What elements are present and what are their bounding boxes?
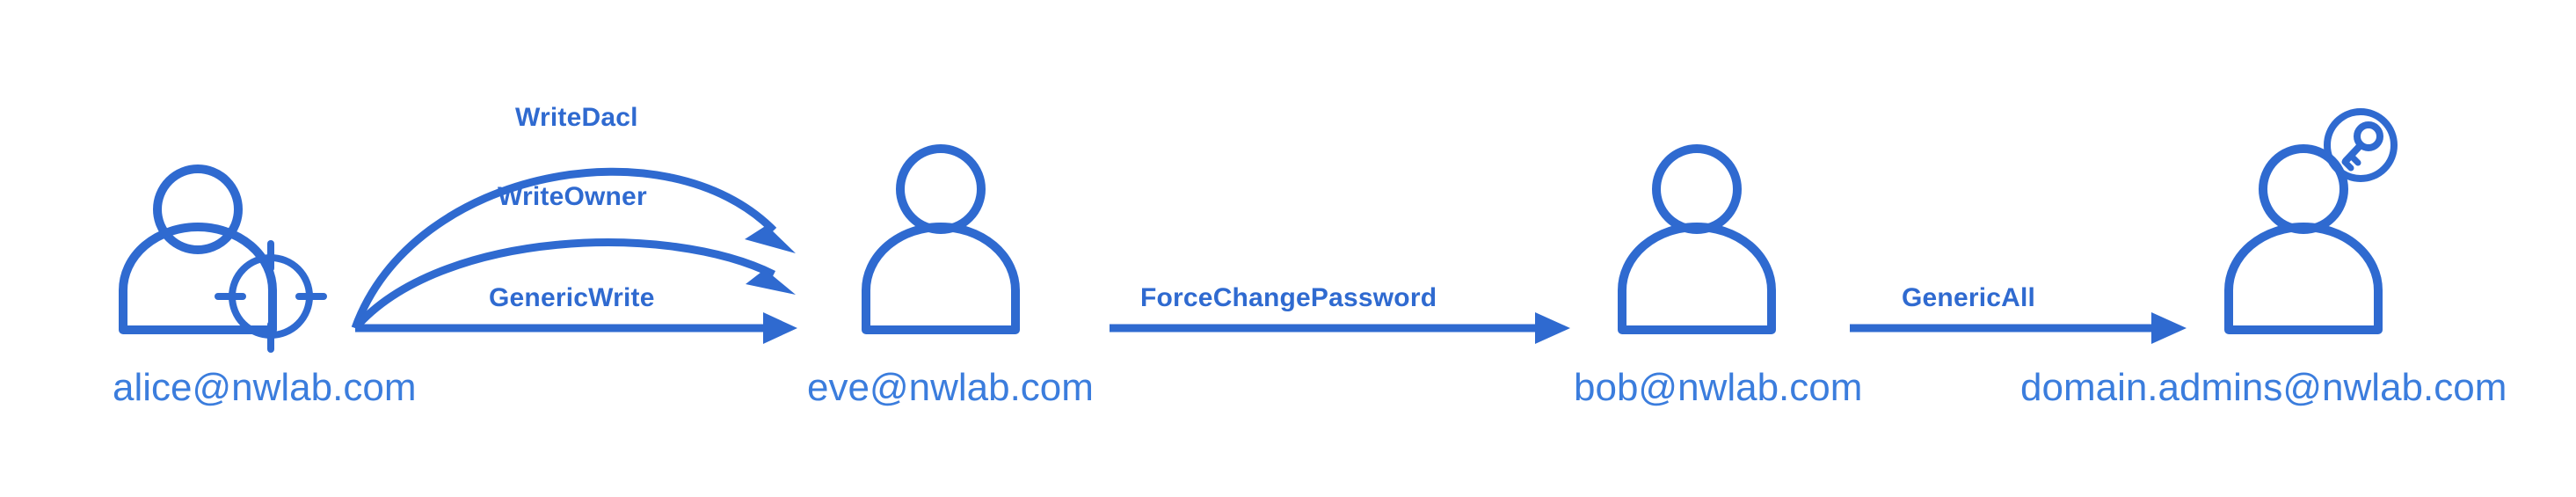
node-label-bob: bob@nwlab.com bbox=[1574, 366, 1862, 409]
node-alice[interactable]: alice@nwlab.com bbox=[113, 164, 416, 409]
edge-genericwrite-arrowhead bbox=[763, 312, 797, 344]
user-head-icon bbox=[896, 144, 986, 234]
user-icon bbox=[862, 144, 1020, 334]
user-head-icon bbox=[1652, 144, 1742, 234]
edge-genericwrite[interactable]: GenericWrite bbox=[355, 283, 797, 344]
edge-writeowner-line bbox=[352, 238, 776, 331]
edge-label-writedacl: WriteDacl bbox=[515, 103, 638, 132]
edge-writedacl-line bbox=[351, 167, 777, 330]
node-eve[interactable]: eve@nwlab.com bbox=[807, 144, 1094, 409]
user-body-icon bbox=[862, 223, 1020, 334]
edge-writedacl[interactable]: WriteDacl bbox=[351, 103, 796, 330]
edge-writeowner[interactable]: WriteOwner bbox=[352, 182, 796, 331]
node-bob[interactable]: bob@nwlab.com bbox=[1574, 144, 1862, 409]
user-body-icon bbox=[2224, 223, 2383, 334]
node-label-eve: eve@nwlab.com bbox=[807, 366, 1094, 409]
user-body-icon bbox=[1618, 223, 1776, 334]
edge-forcechangepassword-arrowhead bbox=[1535, 312, 1570, 344]
edge-writeowner-arrowhead bbox=[746, 269, 796, 295]
node-label-alice: alice@nwlab.com bbox=[113, 366, 416, 409]
node-domain-admins[interactable]: domain.admins@nwlab.com bbox=[2020, 108, 2507, 409]
edge-genericall-arrowhead bbox=[2151, 312, 2187, 344]
key-badge-icon bbox=[2324, 108, 2398, 182]
user-with-key-icon bbox=[2224, 108, 2398, 334]
node-label-domain-admins: domain.admins@nwlab.com bbox=[2020, 366, 2507, 409]
edge-writedacl-arrowhead bbox=[745, 225, 796, 253]
edge-genericall[interactable]: GenericAll bbox=[1850, 283, 2187, 344]
user-icon bbox=[1618, 144, 1776, 334]
edge-label-genericall: GenericAll bbox=[1902, 283, 2035, 312]
edge-label-writeowner: WriteOwner bbox=[498, 182, 647, 211]
edge-label-forcechangepassword: ForceChangePassword bbox=[1140, 283, 1437, 312]
edge-label-genericwrite: GenericWrite bbox=[489, 283, 655, 312]
user-body-icon bbox=[119, 223, 277, 334]
edge-forcechangepassword[interactable]: ForceChangePassword bbox=[1110, 283, 1570, 344]
crosshair-target-icon bbox=[215, 240, 327, 353]
user-with-target-icon bbox=[119, 164, 327, 353]
user-head-icon bbox=[153, 164, 243, 254]
